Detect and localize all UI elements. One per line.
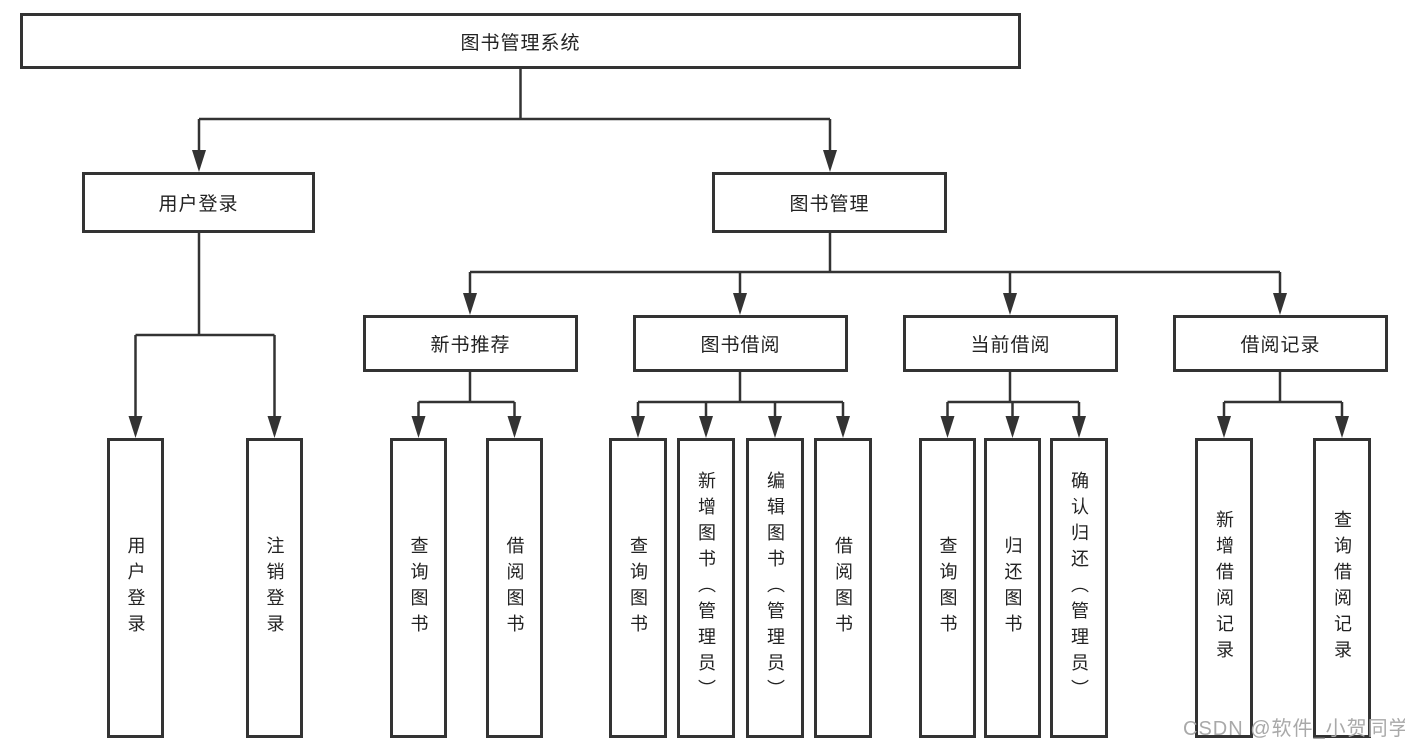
leaf-return-books: 归还图书 [984, 438, 1041, 738]
arrowhead [631, 416, 645, 438]
csdn-watermark: CSDN @软件_小贺同学 [1183, 718, 1405, 740]
leaf-query-books-borrow: 查询图书 [609, 438, 667, 738]
arrowhead [836, 416, 850, 438]
arrowhead [1005, 416, 1020, 438]
leaf-borrow-books-recommend: 借阅图书 [486, 438, 543, 738]
node-book-management: 图书管理 [712, 172, 947, 233]
arrowhead [128, 416, 143, 438]
arrowhead [823, 150, 837, 172]
node-book-borrow: 图书借阅 [633, 315, 848, 372]
arrowhead [1273, 293, 1287, 315]
leaf-borrow-books: 借阅图书 [814, 438, 872, 738]
arrowhead [1072, 416, 1086, 438]
leaf-query-borrow-record: 查询借阅记录 [1313, 438, 1371, 738]
node-root: 图书管理系统 [20, 13, 1021, 69]
arrowhead [733, 293, 747, 315]
arrowhead [1003, 293, 1017, 315]
arrowhead [507, 416, 522, 438]
arrowhead [699, 416, 713, 438]
leaf-user-login: 用户登录 [107, 438, 164, 738]
leaf-query-books-recommend: 查询图书 [390, 438, 447, 738]
arrowhead [411, 416, 426, 438]
node-user-login: 用户登录 [82, 172, 315, 233]
leaf-add-borrow-record: 新增借阅记录 [1195, 438, 1253, 738]
leaf-query-books-current: 查询图书 [919, 438, 976, 738]
arrowhead [463, 293, 477, 315]
node-new-book-recommend: 新书推荐 [363, 315, 578, 372]
node-borrow-records: 借阅记录 [1173, 315, 1388, 372]
arrowhead [940, 416, 955, 438]
arrowhead [1217, 416, 1231, 438]
leaf-edit-books-admin: 编辑图书（管理员） [746, 438, 804, 738]
arrowhead [192, 150, 206, 172]
arrowhead [768, 416, 782, 438]
node-current-borrow: 当前借阅 [903, 315, 1118, 372]
leaf-confirm-return-admin: 确认归还（管理员） [1050, 438, 1108, 738]
leaf-logout: 注销登录 [246, 438, 303, 738]
leaf-add-books-admin: 新增图书（管理员） [677, 438, 735, 738]
arrowhead [1335, 416, 1349, 438]
arrowhead [267, 416, 282, 438]
